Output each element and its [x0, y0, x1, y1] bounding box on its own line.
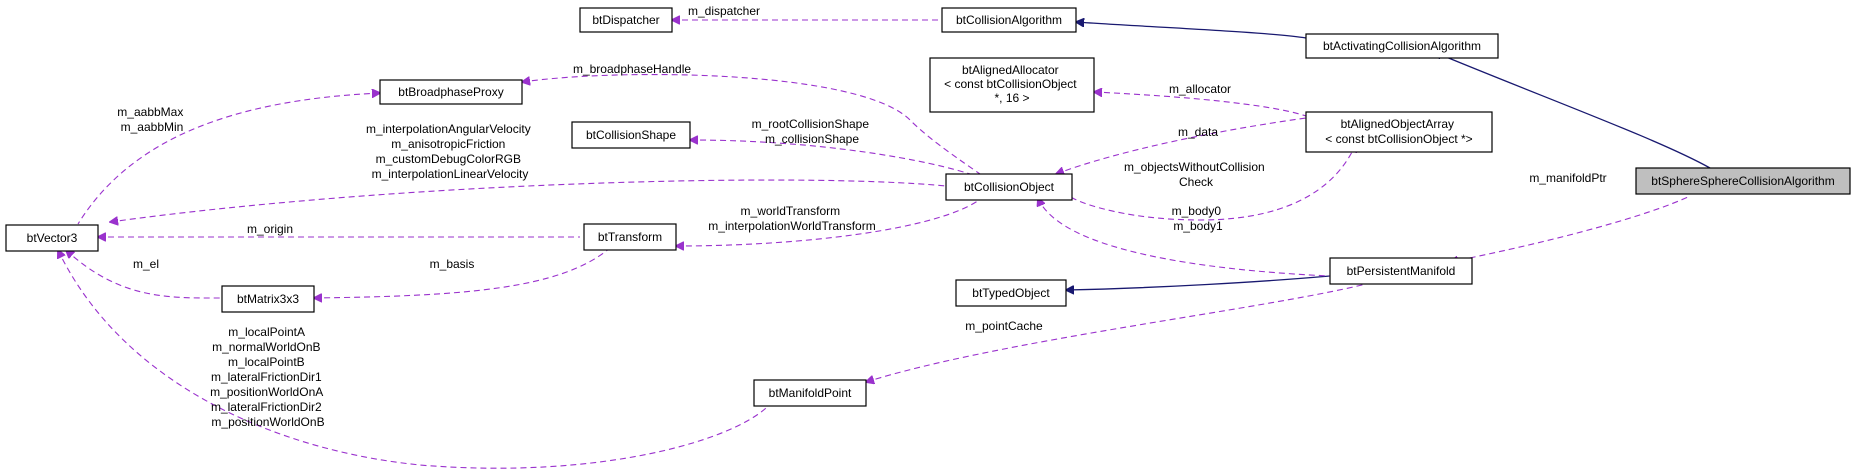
label-m-broadphasehandle: m_broadphaseHandle	[573, 62, 691, 76]
label-m-el: m_el	[133, 257, 159, 271]
label-m-origin: m_origin	[247, 222, 293, 236]
node-label: btCollisionAlgorithm	[956, 13, 1062, 27]
edge-point-vectors	[58, 250, 773, 469]
node-label: btSphereSphereCollisionAlgorithm	[1651, 174, 1834, 188]
node-label: btAlignedAllocator < const btCollisionOb…	[944, 63, 1080, 105]
edge-data	[1056, 117, 1307, 174]
node-bttransform[interactable]: btTransform	[583, 223, 677, 251]
node-label: btVector3	[27, 231, 78, 245]
node-btpersistentmanifold[interactable]: btPersistentManifold	[1329, 257, 1473, 285]
label-world-transform: m_worldTransform m_interpolationWorldTra…	[708, 204, 875, 233]
node-btvector3[interactable]: btVector3	[5, 224, 99, 252]
label-m-basis: m_basis	[430, 257, 475, 271]
node-btcollisionshape[interactable]: btCollisionShape	[571, 121, 691, 149]
node-label: btDispatcher	[592, 13, 659, 27]
edge-typedobject-to-persistentmanifold	[1066, 275, 1331, 290]
label-aabb: m_aabbMax m_aabbMin	[117, 105, 186, 134]
node-label: btTransform	[598, 230, 662, 244]
node-btalignedallocator[interactable]: btAlignedAllocator < const btCollisionOb…	[929, 57, 1095, 113]
node-btmanifoldpoint[interactable]: btManifoldPoint	[753, 379, 867, 407]
edge-without-collision	[1069, 144, 1356, 221]
node-label: btBroadphaseProxy	[398, 85, 503, 99]
node-btactivatingcollisionalgorithm[interactable]: btActivatingCollisionAlgorithm	[1305, 33, 1499, 59]
edge-basis	[314, 247, 611, 298]
node-label: btTypedObject	[972, 286, 1050, 300]
label-m-data: m_data	[1178, 125, 1218, 139]
label-m-dispatcher: m_dispatcher	[688, 4, 760, 18]
edge-labels: m_dispatcher m_broadphaseHandle m_alloca…	[117, 4, 1606, 429]
node-btspherespherecollisionalgorithm[interactable]: btSphereSphereCollisionAlgorithm	[1635, 167, 1851, 195]
edge-pointcache	[866, 283, 1367, 382]
node-btcollisionobject[interactable]: btCollisionObject	[945, 173, 1073, 201]
edge-bodies	[1038, 198, 1331, 277]
edge-collisionshape	[690, 140, 977, 177]
label-m-pointcache: m_pointCache	[965, 319, 1043, 333]
node-btcollisionalgorithm[interactable]: btCollisionAlgorithm	[941, 7, 1077, 33]
node-label: btActivatingCollisionAlgorithm	[1323, 39, 1481, 53]
edge-broadphasehandle	[522, 73, 981, 175]
node-label: btManifoldPoint	[769, 386, 852, 400]
edge-worldtransform	[676, 197, 983, 246]
node-label: btCollisionShape	[586, 128, 676, 142]
node-bttypedobject[interactable]: btTypedObject	[955, 279, 1067, 307]
label-m-allocator: m_allocator	[1169, 82, 1231, 96]
node-label: btPersistentManifold	[1347, 264, 1456, 278]
label-m-manifoldptr: m_manifoldPtr	[1529, 171, 1606, 185]
node-label: btAlignedObjectArray < const btCollision…	[1325, 117, 1472, 146]
edges	[58, 20, 1711, 469]
edge-allocator	[1094, 92, 1307, 117]
node-label: btCollisionObject	[964, 180, 1055, 194]
edge-collisionalgorithm-to-activating	[1076, 22, 1307, 39]
edge-el	[66, 250, 223, 299]
edge-object-vectors	[110, 179, 947, 222]
edge-activating-to-spheresphere	[1434, 52, 1711, 169]
label-collision-shape: m_rootCollisionShape m_collisionShape	[752, 117, 873, 146]
edge-aabb	[77, 93, 380, 225]
label-object-vectors: m_interpolationAngularVelocity m_anisotr…	[366, 122, 534, 181]
label-point-vectors: m_localPointA m_normalWorldOnB m_localPo…	[210, 325, 326, 429]
node-btdispatcher[interactable]: btDispatcher	[579, 7, 673, 33]
node-btbroadphaseproxy[interactable]: btBroadphaseProxy	[379, 79, 523, 105]
edge-manifoldptr	[1450, 195, 1691, 262]
node-btalignedobjectarray[interactable]: btAlignedObjectArray < const btCollision…	[1305, 111, 1493, 153]
nodes: btVector3 btDispatcher btCollisionAlgori…	[5, 7, 1851, 407]
node-btmatrix3x3[interactable]: btMatrix3x3	[221, 285, 315, 313]
node-label: btMatrix3x3	[237, 292, 299, 306]
label-bodies: m_body0 m_body1	[1172, 204, 1225, 233]
label-without-collision: m_objectsWithoutCollision Check	[1124, 160, 1268, 189]
